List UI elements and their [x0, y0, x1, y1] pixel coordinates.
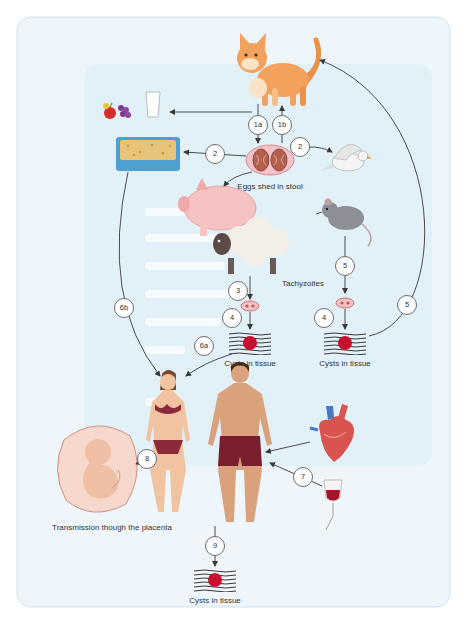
stage-label: Transmission though the placenta: [52, 524, 172, 533]
callout-number: 1a: [248, 115, 268, 135]
tissue-cyst: [194, 570, 236, 592]
tissue-cyst: [324, 333, 366, 355]
cycle-arrows: [119, 60, 425, 566]
inner-panel: [84, 64, 432, 466]
sheep: [213, 217, 289, 274]
tachyzoites: [241, 298, 354, 311]
callout-number: 4: [314, 308, 334, 328]
callout-number: 6b: [114, 298, 134, 318]
woman: [146, 370, 190, 512]
callout-number: 8: [137, 449, 157, 469]
callout-number: 1b: [272, 115, 292, 135]
callout-number: 6a: [194, 336, 214, 356]
heart: [310, 404, 354, 462]
rat: [316, 199, 371, 247]
cat: [237, 33, 321, 106]
stage-label: Cysts in tissue: [224, 360, 276, 369]
stage-label: Eggs shed in stool: [237, 183, 302, 192]
blood-bag: [324, 480, 342, 530]
callout-number: 4: [222, 308, 242, 328]
fetus-in-womb: [57, 426, 137, 512]
pigeon: [322, 145, 372, 171]
stage-label: Cysts in tissue: [189, 597, 241, 606]
man: [208, 362, 272, 522]
callout-number: 5: [335, 256, 355, 276]
food-and-litter: [103, 92, 180, 171]
outer-panel: [17, 17, 450, 607]
stage-label: Cysts in tissue: [319, 360, 371, 369]
stage-label: Tachyzoites: [282, 280, 324, 289]
decor-bars: [145, 208, 235, 406]
callout-number: 2: [205, 144, 225, 164]
callout-number: 5: [397, 295, 417, 315]
callout-number: 9: [205, 536, 225, 556]
tissue-cyst: [229, 333, 271, 355]
oocyst-eggs: [246, 145, 294, 175]
callout-number: 2: [290, 137, 310, 157]
callout-number: 3: [228, 281, 248, 301]
callout-number: 7: [293, 467, 313, 487]
